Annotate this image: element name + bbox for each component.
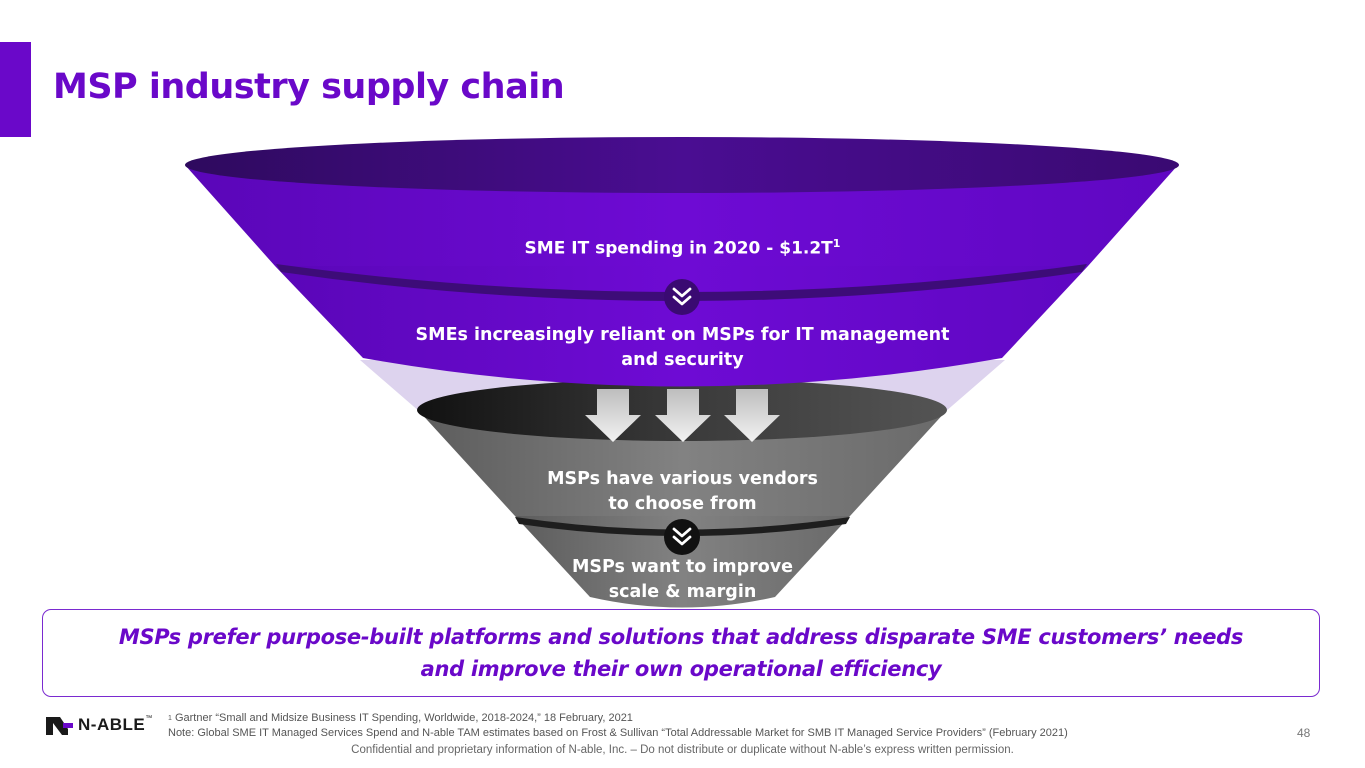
stage3-line1: MSPs have various vendors <box>547 469 818 489</box>
stage4-line1: MSPs want to improve <box>571 557 794 577</box>
arrow-down-icon <box>724 389 780 442</box>
funnel-stage3-label: MSPs have various vendors to choose from <box>0 467 1365 517</box>
stage2-line1: SMEs increasingly reliant on MSPs for IT… <box>415 325 950 345</box>
callout-box: MSPs prefer purpose-built platforms and … <box>42 609 1320 697</box>
callout-line2: and improve their own operational effici… <box>420 656 942 681</box>
footnotes: 1 Gartner “Small and Midsize Business IT… <box>168 711 1068 741</box>
footnote-2: Note: Global SME IT Managed Services Spe… <box>168 727 1068 739</box>
funnel-divider-purple <box>276 264 1087 301</box>
stage1-footnote-marker: 1 <box>832 237 841 250</box>
logo-trademark: ™ <box>145 715 153 722</box>
logo-wordmark: N-ABLE™ <box>78 715 153 735</box>
footnote-1-text: Gartner “Small and Midsize Business IT S… <box>174 712 633 724</box>
double-chevron-down-icon <box>664 519 700 555</box>
callout-line1: MSPs prefer purpose-built platforms and … <box>118 625 1244 649</box>
funnel-stage1-label: SME IT spending in 2020 - $1.2T1 <box>0 236 1365 261</box>
arrow-down-icon <box>655 389 711 442</box>
page-number: 48 <box>1297 726 1311 740</box>
callout-text: MSPs prefer purpose-built platforms and … <box>43 622 1319 685</box>
stage2-line2: and security <box>621 349 744 370</box>
title-accent-bar <box>0 42 31 137</box>
slide-title: MSP industry supply chain <box>53 67 565 107</box>
funnel-divider-gray <box>515 517 850 536</box>
funnel-stage4-label: MSPs want to improve scale & margin <box>0 555 1365 605</box>
funnel-stage-gray-lower <box>515 516 850 608</box>
funnel-stage-purple-top <box>185 137 1179 193</box>
footnote-1: 1 Gartner “Small and Midsize Business IT… <box>168 711 1068 726</box>
funnel-stage-purple-lower <box>275 266 1088 387</box>
confidentiality-notice: Confidential and proprietary information… <box>351 744 1014 756</box>
funnel-stage2-label: SMEs increasingly reliant on MSPs for IT… <box>0 323 1365 373</box>
footnote-marker: 1 <box>168 715 172 722</box>
arrow-down-icon <box>585 389 641 442</box>
n-able-logo-mark-icon <box>46 717 73 735</box>
funnel-stage-purple-upper <box>185 165 1178 266</box>
stage4-line2: scale & margin <box>608 581 757 602</box>
stage3-line2: to choose from <box>608 493 757 514</box>
stage1-text: SME IT spending in 2020 - $1.2T <box>524 238 833 259</box>
funnel-diagram <box>185 137 1179 608</box>
double-chevron-down-icon <box>664 279 700 315</box>
down-arrows <box>585 389 780 442</box>
logo-text: N-ABLE <box>78 715 146 734</box>
